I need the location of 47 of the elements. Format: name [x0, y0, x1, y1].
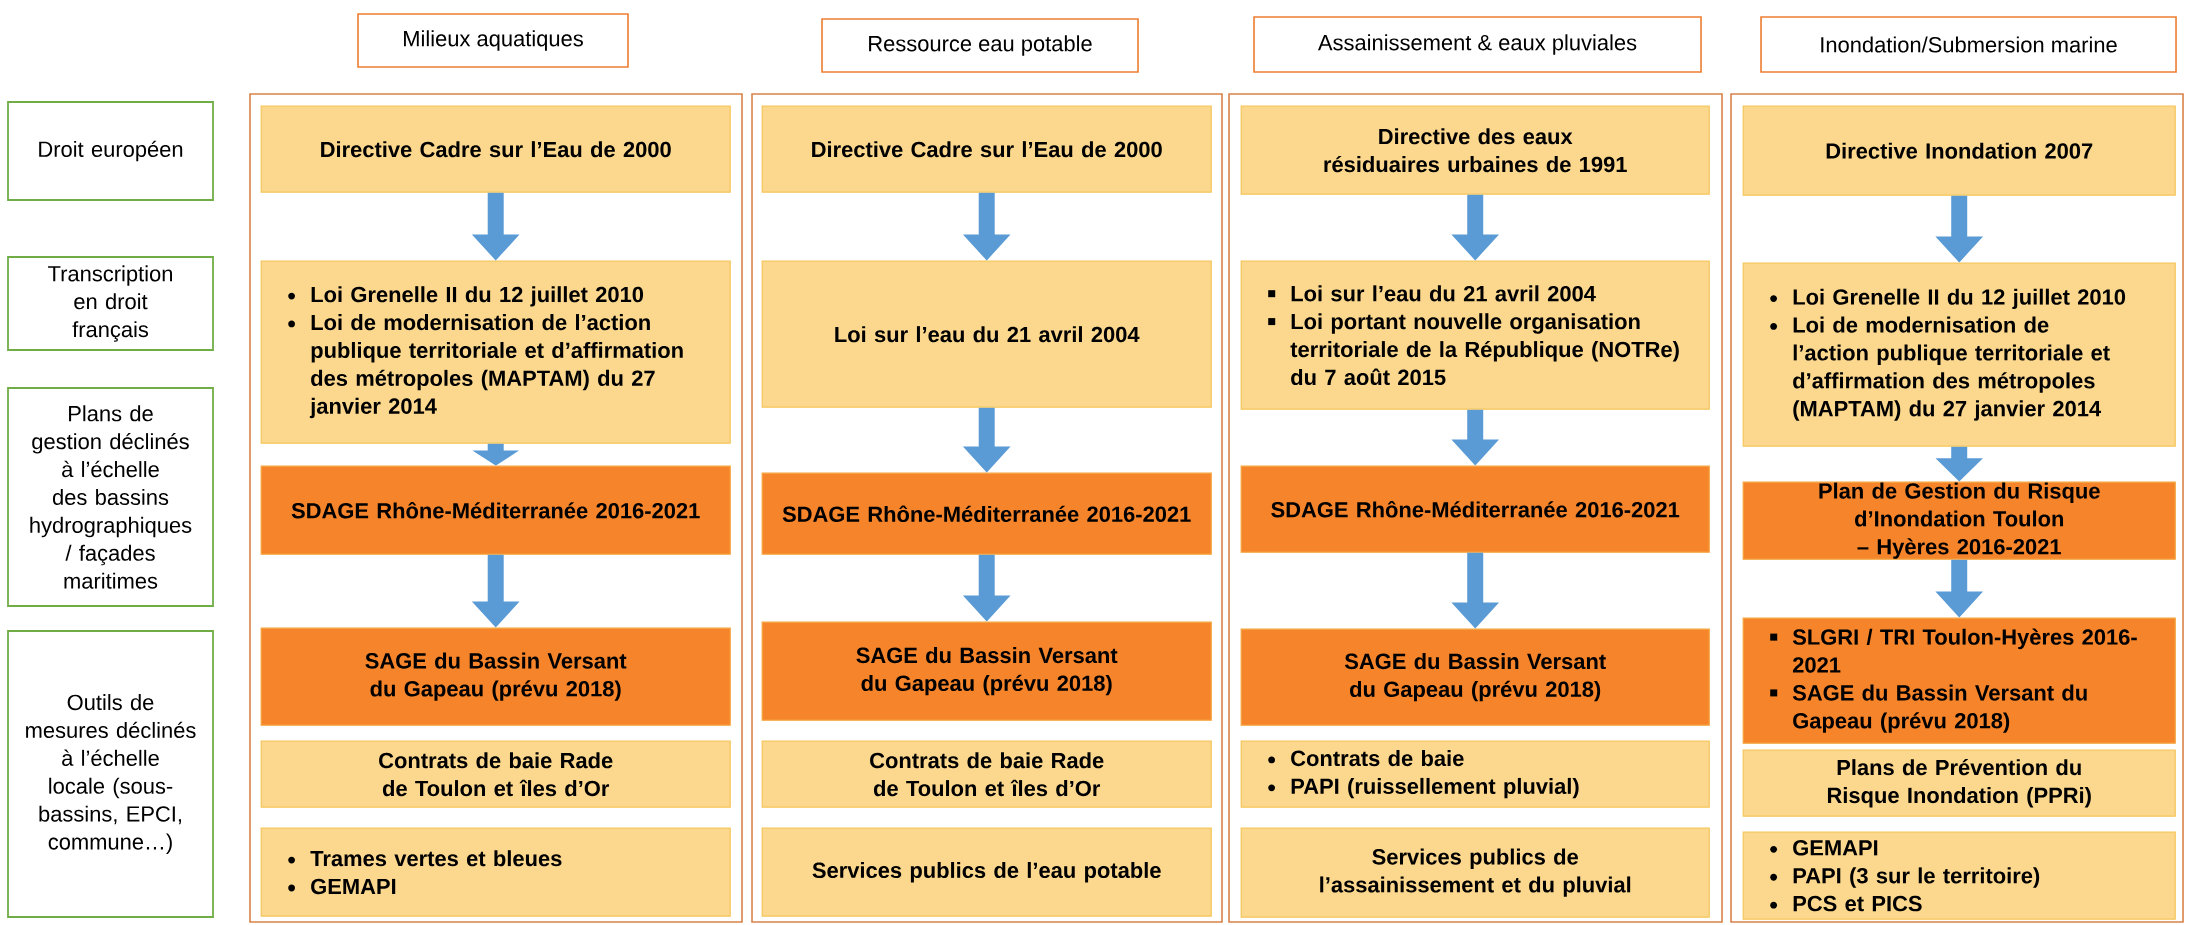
list-item: GEMAPI: [1793, 840, 1878, 856]
list-item: Loi de modernisation de l’action publique territoriale et d’affirmation des métropoles (MAPTAM) du 27 janvier 2014: [309, 314, 683, 419]
list-box: [1742, 262, 2176, 447]
text-box: Directive Cadre sur l’Eau de 2000: [761, 105, 1212, 193]
list-item: Loi portant nouvelle organisation territoriale de la République (NOTRe) du 7 août 2015: [1290, 313, 1679, 386]
text-box: SAGE du Bassin Versant du Gapeau (prévu 2018): [1240, 628, 1710, 726]
list-item: SLGRI / TRI Toulon-Hyères 2016-2021: [1792, 628, 2137, 673]
list-item: PCS et PICS: [1793, 895, 1922, 912]
column-heading: Assainissement & eaux pluviales: [1253, 16, 1702, 73]
list-item: Contrats de baie: [1291, 750, 1464, 767]
list-box: [1240, 260, 1710, 410]
text-box: Plan de Gestion du Risque d’Inondation Toulon – Hyères 2016-2021: [1742, 481, 2176, 560]
text-box: Contrats de baie Rade de Toulon et îles d’Or: [761, 740, 1212, 808]
row-label-box: Droit européen: [7, 101, 214, 201]
list-item: Loi Grenelle II du 12 juillet 2010: [311, 286, 644, 307]
text-box: Plans de Prévention du Risque Inondation (PPRi): [1742, 749, 2176, 817]
text-box: Directive Cadre sur l’Eau de 2000: [260, 105, 731, 193]
text-box: Services publics de l’eau potable: [761, 827, 1212, 917]
text-box: SAGE du Bassin Versant du Gapeau (prévu 2018): [260, 627, 731, 726]
list-item: PAPI (3 sur le territoire): [1793, 867, 2040, 888]
row-label-box: Transcription en droit français: [7, 256, 214, 351]
list-box: [1742, 831, 2176, 920]
list-item: Loi sur l’eau du 21 avril 2004: [1291, 285, 1596, 302]
text-box: SDAGE Rhône-Méditerranée 2016-2021: [761, 472, 1212, 555]
text-box: SDAGE Rhône-Méditerranée 2016-2021: [260, 465, 731, 555]
list-item: GEMAPI: [311, 878, 396, 895]
text-box: SDAGE Rhône-Méditerranée 2016-2021: [1240, 465, 1710, 553]
list-item: Loi Grenelle II du 12 juillet 2010: [1793, 288, 2126, 310]
column-heading: Ressource eau potable: [821, 18, 1139, 73]
list-item: PAPI (ruissellement pluvial): [1291, 777, 1579, 799]
text-box: Contrats de baie Rade de Toulon et îles d’Or: [260, 740, 731, 808]
text-box: Directive Inondation 2007: [1742, 105, 2176, 196]
text-box: Directive des eaux résiduaires urbaines de 1991: [1240, 105, 1710, 195]
text-box: Loi sur l’eau du 21 avril 2004: [761, 260, 1212, 408]
list-box: [260, 827, 731, 917]
list-item: Trames vertes et bleues: [310, 850, 562, 867]
list-box: [260, 260, 731, 444]
list-item: SAGE du Bassin Versant du Gapeau (prévu 2018): [1792, 684, 2087, 733]
column-heading: Milieux aquatiques: [357, 13, 629, 68]
column-heading: Inondation/Submersion marine: [1760, 16, 2177, 73]
text-box: SAGE du Bassin Versant du Gapeau (prévu 2018): [761, 621, 1212, 721]
row-label-box: Outils de mesures déclinés à l’échelle locale (sous-bassins, EPCI, commune…): [7, 630, 214, 918]
list-box: [1742, 617, 2176, 744]
row-label-box: Plans de gestion déclinés à l’échelle des bassins hydrographiques / façades maritimes: [7, 387, 214, 607]
list-item: Loi de modernisation de l’action publique territoriale et d’affirmation des métropoles (MAPTAM) du 27 janvier 2014: [1793, 316, 2110, 421]
text-box: Services publics de l’assainissement et du pluvial: [1240, 827, 1710, 918]
list-box: [1240, 740, 1710, 808]
